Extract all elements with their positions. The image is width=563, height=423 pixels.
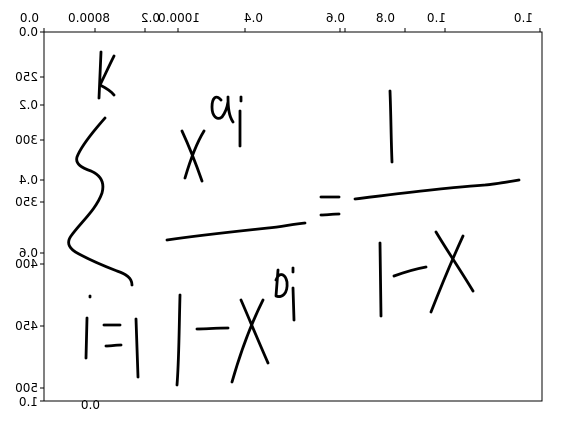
stroke-x	[434, 230, 475, 293]
tick-label: 300	[15, 133, 38, 147]
handwriting-strokes	[67, 50, 521, 387]
tick-label: 0.0	[81, 398, 100, 412]
tick-label: 8000.0	[68, 11, 110, 25]
stroke-one	[378, 241, 383, 318]
stroke-k	[97, 50, 103, 100]
stroke-x-a	[180, 129, 204, 183]
top-ticks	[43, 28, 541, 32]
tick-label: 1000.0	[158, 11, 200, 25]
tick-label: 0.0	[20, 11, 39, 25]
stroke-i	[291, 286, 296, 322]
tick-label: 1.0	[427, 11, 446, 25]
tick-label: 500	[15, 381, 38, 395]
tick-label: 0.2	[19, 98, 38, 112]
stroke-one	[175, 293, 182, 387]
tick-label: 1.0	[19, 395, 38, 409]
stroke-fraction-bar	[165, 221, 307, 242]
tick-label: 400	[15, 257, 38, 271]
tick-label: 350	[15, 195, 38, 209]
stroke-b	[274, 268, 289, 298]
tick-label: 1.0	[514, 11, 533, 25]
tick-label: 0.6	[326, 11, 345, 25]
tick-label: 0.8	[376, 11, 395, 25]
mirrored-tick-labels: 0.0 8000.0 0.2 1000.0 0.4 0.6 0.8 1.0 1.…	[15, 11, 533, 412]
tick-label: 450	[15, 319, 38, 333]
stroke-one	[134, 317, 140, 379]
tick-label: 250	[15, 70, 38, 84]
stroke-sum-brace	[67, 116, 134, 287]
stroke-i	[84, 316, 89, 360]
stroke-x	[429, 234, 465, 314]
stroke-x-b	[239, 298, 270, 365]
tick-label: 0.4	[244, 11, 263, 25]
tick-label: 0.4	[19, 173, 38, 187]
stroke-k	[98, 54, 116, 97]
tick-label: 0.0	[19, 25, 38, 39]
tick-label: 0.6	[19, 246, 38, 260]
stroke-equals	[104, 343, 123, 348]
stroke-one	[388, 89, 394, 164]
stroke-equals	[319, 212, 341, 217]
stroke-x-b	[230, 298, 265, 384]
tick-label: 0.2	[141, 11, 160, 25]
left-ticks	[40, 31, 44, 402]
stroke-a	[210, 95, 235, 124]
stroke-fraction-bar	[353, 178, 521, 201]
plot-frame	[43, 31, 543, 402]
stroke-minus	[392, 265, 428, 278]
stroke-x-a	[183, 129, 206, 180]
stroke-minus	[195, 326, 230, 331]
